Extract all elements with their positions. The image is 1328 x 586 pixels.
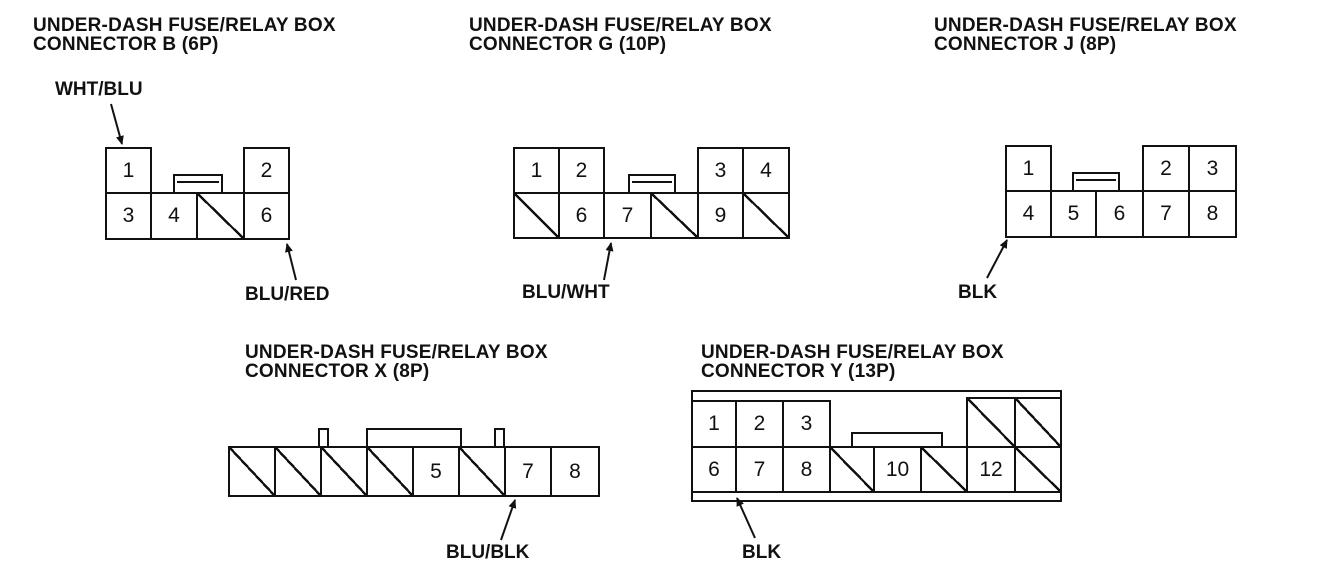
connector-x-empty-cavity bbox=[228, 446, 276, 497]
connector-j-pin: 5 bbox=[1050, 190, 1097, 238]
connector-j-pin: 6 bbox=[1095, 190, 1144, 238]
connector-y-wire-blk: BLK bbox=[742, 542, 782, 563]
connector-b-pin: 6 bbox=[243, 192, 290, 240]
connector-g-empty-cavity bbox=[513, 192, 560, 239]
connector-x-empty-cavity bbox=[320, 446, 368, 497]
connector-x-empty-cavity bbox=[366, 446, 414, 497]
connector-g-pin: 1 bbox=[513, 147, 560, 194]
connector-j-latch bbox=[1072, 172, 1120, 192]
arrow-x-blu-blk bbox=[500, 499, 517, 541]
connector-y-pin: 10 bbox=[873, 446, 922, 493]
connector-y-pin: 2 bbox=[735, 400, 784, 448]
connector-y-pin: 3 bbox=[782, 400, 831, 448]
connector-x-empty-cavity bbox=[274, 446, 322, 497]
connector-j-title-line1: UNDER-DASH FUSE/RELAY BOX bbox=[934, 15, 1237, 36]
connector-g-empty-cavity bbox=[650, 192, 699, 239]
connector-x-title-line1: UNDER-DASH FUSE/RELAY BOX bbox=[245, 342, 548, 363]
connector-g-pin: 9 bbox=[697, 192, 744, 239]
connector-g-title: UNDER-DASH FUSE/RELAY BOX CONNECTOR G (1… bbox=[469, 16, 772, 54]
connector-g-title-line2: CONNECTOR G (10P) bbox=[469, 34, 667, 55]
arrow-j-blk bbox=[986, 239, 1008, 279]
connector-x-title-line2: CONNECTOR X (8P) bbox=[245, 361, 430, 382]
connector-y-title-line2: CONNECTOR Y (13P) bbox=[701, 361, 896, 382]
connector-y-title-line1: UNDER-DASH FUSE/RELAY BOX bbox=[701, 342, 1004, 363]
connector-j-pin: 3 bbox=[1188, 145, 1237, 192]
connector-b-title: UNDER-DASH FUSE/RELAY BOX CONNECTOR B (6… bbox=[33, 16, 336, 54]
arrow-b-wht-blu bbox=[110, 103, 124, 145]
connector-x-empty-cavity bbox=[458, 446, 506, 497]
connector-b-title-line2: CONNECTOR B (6P) bbox=[33, 34, 219, 55]
connector-b-wire-wht-blu: WHT/BLU bbox=[55, 79, 143, 100]
connector-g-empty-cavity bbox=[742, 192, 790, 239]
connector-y-title: UNDER-DASH FUSE/RELAY BOX CONNECTOR Y (1… bbox=[701, 343, 1004, 381]
connector-g-pin: 7 bbox=[603, 192, 652, 239]
connector-x-wire-blu-blk: BLU/BLK bbox=[446, 542, 530, 563]
connector-b-title-line1: UNDER-DASH FUSE/RELAY BOX bbox=[33, 15, 336, 36]
arrow-g-blu-wht bbox=[603, 242, 614, 281]
connector-b-pin: 4 bbox=[150, 192, 198, 240]
arrow-y-blk bbox=[736, 497, 756, 539]
connector-y-empty-cavity bbox=[1014, 446, 1062, 493]
connector-g-title-line1: UNDER-DASH FUSE/RELAY BOX bbox=[469, 15, 772, 36]
connector-j-wire-blk: BLK bbox=[958, 282, 998, 303]
connector-x-pin: 5 bbox=[412, 446, 460, 497]
connector-j-pin: 2 bbox=[1142, 145, 1190, 192]
connector-j-title-line2: CONNECTOR J (8P) bbox=[934, 34, 1117, 55]
connector-j-pin: 8 bbox=[1188, 190, 1237, 238]
connector-j-title: UNDER-DASH FUSE/RELAY BOX CONNECTOR J (8… bbox=[934, 16, 1237, 54]
connector-x-title: UNDER-DASH FUSE/RELAY BOX CONNECTOR X (8… bbox=[245, 343, 548, 381]
connector-g-pin: 6 bbox=[558, 192, 605, 239]
connector-g-wire-blu-wht: BLU/WHT bbox=[522, 282, 610, 303]
connector-g-pin: 4 bbox=[742, 147, 790, 194]
connector-y-empty-cavity bbox=[920, 446, 968, 493]
connector-b-pin: 2 bbox=[243, 147, 290, 194]
connector-b-empty-cavity bbox=[196, 192, 245, 240]
connector-b-wire-blu-red: BLU/RED bbox=[245, 284, 330, 305]
connector-x-pin: 8 bbox=[550, 446, 600, 497]
connector-y-empty-cavity bbox=[966, 397, 1016, 448]
arrow-b-blu-red bbox=[285, 243, 297, 281]
connector-y-empty-cavity bbox=[1014, 397, 1062, 448]
